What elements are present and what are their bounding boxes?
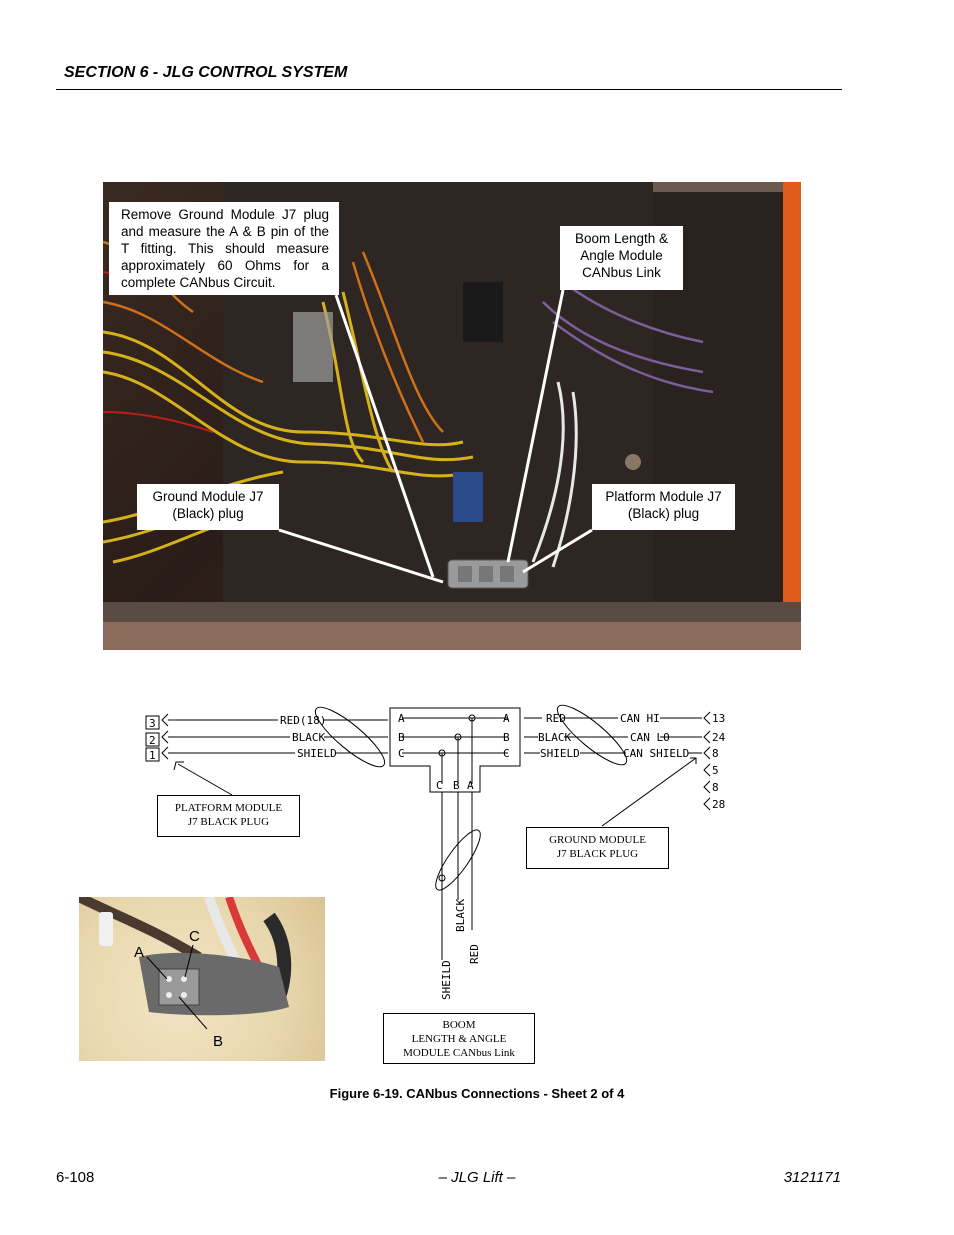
tee-pin-c-left: C [398, 747, 405, 760]
left-wire-red: RED(18) [280, 714, 326, 727]
connector-inset-art [79, 897, 292, 1030]
bottom-wire-black: BLACK [454, 899, 467, 932]
bottom-wire-sheild: SHEILD [440, 960, 453, 1000]
bottom-wire-red: RED [468, 944, 481, 964]
right-pin-24: 24 [712, 731, 726, 744]
right-pin-28: 28 [712, 798, 725, 811]
section-title: SECTION 6 - JLG CONTROL SYSTEM [64, 64, 348, 81]
right-wire-black: BLACK [538, 731, 571, 744]
tee-pin-c-right: C [503, 747, 510, 760]
tee-bottom-pin-c: C [436, 779, 443, 792]
tee-pin-b-left: B [398, 731, 405, 744]
pin-label-a: A [134, 944, 145, 961]
left-pin-2: 2 [149, 734, 156, 747]
boom-module-label: BOOM LENGTH & ANGLE MODULE CANbus Link [383, 1013, 535, 1064]
right-wire-red: RED [546, 712, 566, 725]
wiring-photo: Remove Ground Module J7 plug and measure… [103, 182, 801, 650]
right-pin-8a: 8 [712, 747, 719, 760]
callout-platform-module-j7: Platform Module J7 (Black) plug [592, 484, 735, 530]
tee-pin-a-right: A [503, 712, 510, 725]
callout-boom-length-angle-link: Boom Length & Angle Module CANbus Link [560, 226, 683, 290]
right-signal-can-lo: CAN LO [630, 731, 670, 744]
header-rule [56, 89, 842, 90]
canbus-diagram-art: 3 2 1 RED(18) BLACK SHIELD A B C A B C C… [145, 704, 726, 1000]
footer-brand: – JLG Lift – [438, 1169, 516, 1186]
tee-bottom-pin-b: B [453, 779, 460, 792]
right-pin-5: 5 [712, 764, 719, 777]
left-wire-shield: SHIELD [297, 747, 337, 760]
left-pin-3: 3 [149, 717, 156, 730]
connector-inset-photo: A C B [79, 897, 325, 1061]
right-pin-8b: 8 [712, 781, 719, 794]
callout-ground-module-measurement: Remove Ground Module J7 plug and measure… [109, 202, 339, 295]
pin-label-b: B [213, 1033, 224, 1050]
document-number: 3121171 [783, 1169, 841, 1186]
right-wire-shield: SHIELD [540, 747, 580, 760]
figure-caption: Figure 6-19. CANbus Connections - Sheet … [329, 1086, 625, 1101]
page-number: 6-108 [56, 1169, 95, 1186]
pin-label-c: C [189, 928, 200, 945]
callout-ground-module-j7: Ground Module J7 (Black) plug [137, 484, 279, 530]
tee-pin-b-right: B [503, 731, 510, 744]
platform-module-label: PLATFORM MODULE J7 BLACK PLUG [157, 795, 300, 837]
left-wire-black: BLACK [292, 731, 325, 744]
right-pin-13: 13 [712, 712, 725, 725]
left-pin-1: 1 [149, 749, 156, 762]
right-signal-can-hi: CAN HI [620, 712, 660, 725]
tee-bottom-pin-a: A [467, 779, 474, 792]
tee-pin-a-left: A [398, 712, 405, 725]
right-signal-can-shield: CAN SHIELD [623, 747, 689, 760]
ground-module-label: GROUND MODULE J7 BLACK PLUG [526, 827, 669, 869]
canbus-diagram: 3 2 1 RED(18) BLACK SHIELD A B C A B C C… [140, 700, 740, 1070]
